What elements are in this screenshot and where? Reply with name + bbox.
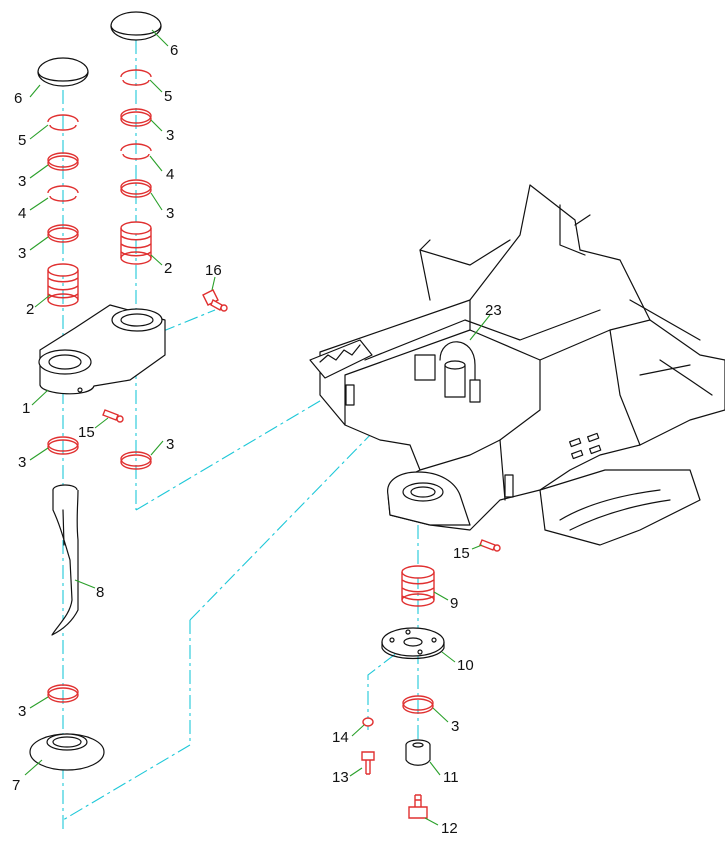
- callout-1: 1: [22, 400, 30, 417]
- callout-3-left-a: 3: [18, 173, 26, 190]
- seal-ring-3-right: [402, 695, 434, 714]
- callout-3-left-d: 3: [18, 703, 26, 720]
- bolt-12: [408, 794, 428, 819]
- left-stack: [29, 57, 166, 771]
- snap-ring-4-left: [47, 185, 79, 202]
- frame-assembly: [309, 184, 725, 546]
- snap-ring-5-middle: [120, 69, 152, 86]
- callout-labels: 6 5 3 4 3 2 1 15 3 8 3 7 6 5 3 4 3 2 16 …: [12, 42, 502, 837]
- grease-nipple-15-right: [479, 539, 501, 552]
- flange-plate-10: [381, 627, 445, 659]
- callout-5-left: 5: [18, 132, 26, 149]
- seal-ring-3-left-a: [47, 152, 79, 171]
- callout-3-middle-b: 3: [166, 205, 174, 222]
- king-pin-8: [51, 484, 79, 636]
- seal-ring-3-left-d: [47, 684, 79, 703]
- callout-4-left: 4: [18, 205, 26, 222]
- callout-3-left-c: 3: [18, 454, 26, 471]
- callout-3-middle-c: 3: [166, 436, 174, 453]
- base-washer-7: [29, 733, 105, 771]
- steering-arm-1: [38, 304, 166, 395]
- bushing-2-left: [47, 263, 79, 307]
- callout-15-right: 15: [453, 545, 470, 562]
- callout-3-left-b: 3: [18, 245, 26, 262]
- callout-11: 11: [443, 769, 459, 786]
- snap-ring-5-left: [47, 114, 79, 131]
- callout-4-middle: 4: [166, 166, 174, 183]
- washer-14: [362, 717, 374, 727]
- callout-3-right: 3: [451, 718, 459, 735]
- end-cap-6-left: [37, 57, 89, 87]
- callout-10: 10: [457, 657, 474, 674]
- seal-ring-3-middle-a: [120, 108, 152, 127]
- seal-ring-3-middle-c: [120, 451, 152, 470]
- bushing-2-middle: [120, 221, 152, 265]
- callout-3-middle-a: 3: [166, 127, 174, 144]
- callout-23: 23: [485, 302, 502, 319]
- middle-stack: [110, 11, 228, 470]
- callout-5-middle: 5: [164, 88, 172, 105]
- callout-14: 14: [332, 729, 349, 746]
- callout-6-middle: 6: [170, 42, 178, 59]
- seal-ring-3-left-c: [47, 436, 79, 455]
- right-lower-stack: [361, 539, 501, 819]
- bushing-9: [401, 565, 435, 607]
- nut-11: [405, 739, 431, 766]
- callout-13: 13: [332, 769, 349, 786]
- seal-ring-3-left-b: [47, 224, 79, 243]
- callout-15-left: 15: [78, 424, 95, 441]
- callout-8: 8: [96, 584, 104, 601]
- leader-lines: [24, 29, 491, 826]
- callout-2-left: 2: [26, 301, 34, 318]
- callout-9: 9: [450, 595, 458, 612]
- callout-12: 12: [441, 820, 458, 837]
- end-cap-6-middle: [110, 11, 162, 41]
- grease-nipple-15-left: [102, 409, 124, 423]
- snap-ring-4-middle: [120, 143, 152, 160]
- callout-16: 16: [205, 262, 222, 279]
- seal-ring-3-middle-b: [120, 179, 152, 198]
- callout-6-left: 6: [14, 90, 22, 107]
- callout-2-middle: 2: [164, 260, 172, 277]
- bolt-13: [361, 751, 375, 775]
- callout-7: 7: [12, 777, 20, 794]
- grease-fitting-16: [202, 289, 228, 312]
